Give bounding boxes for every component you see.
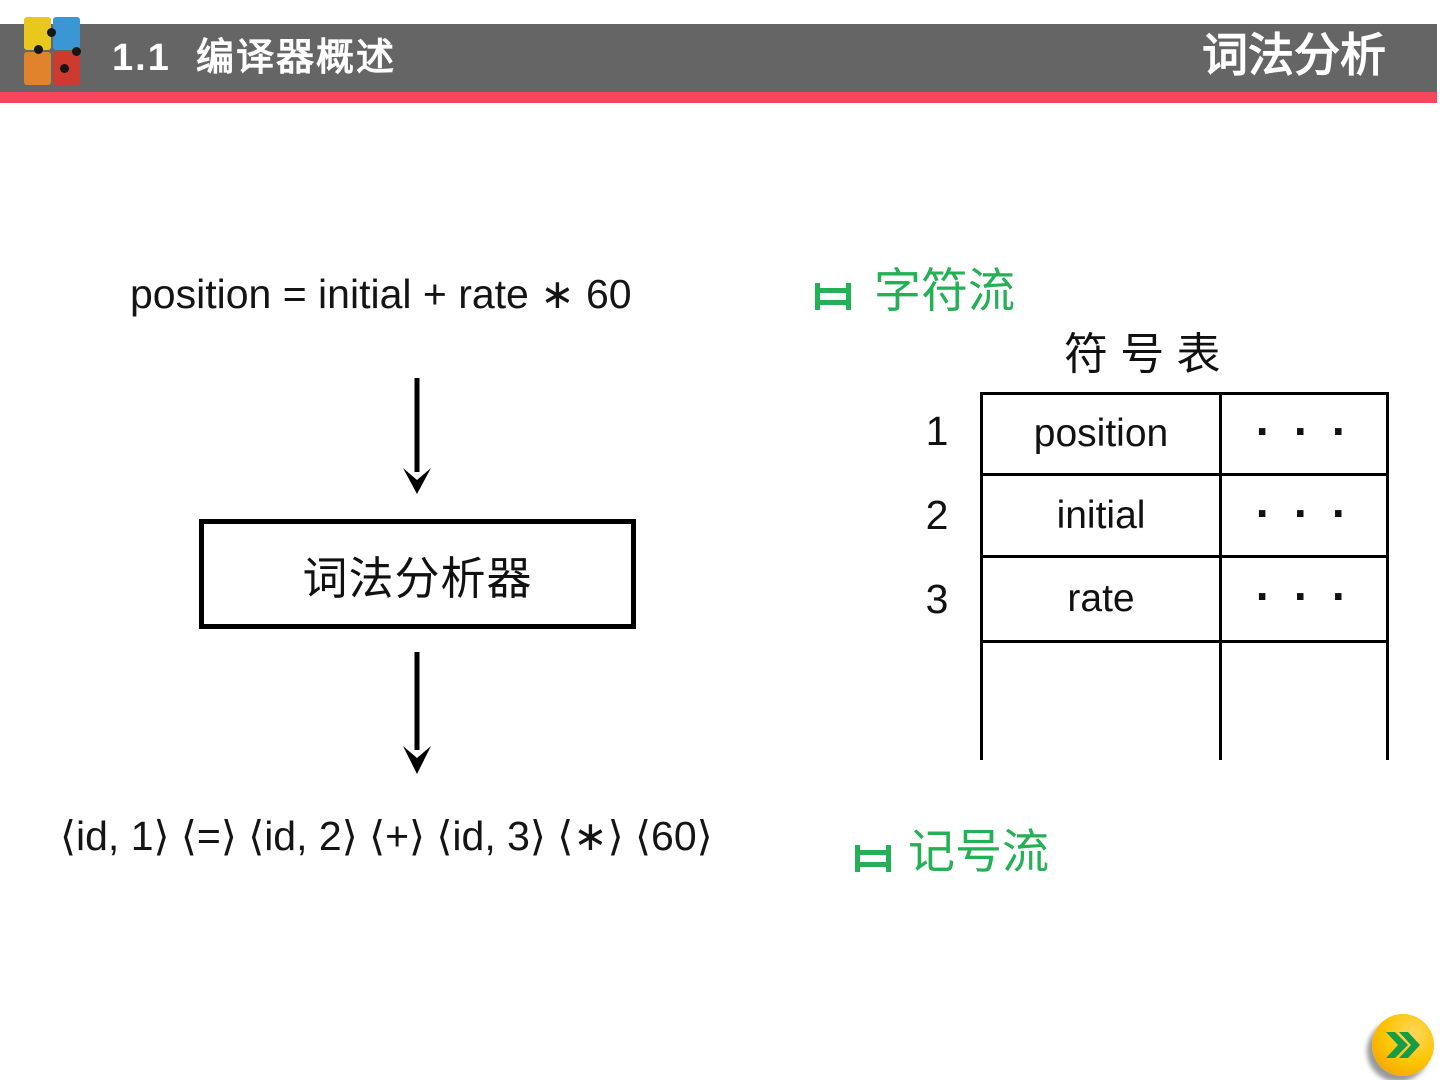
symbol-name-cell (983, 643, 1222, 760)
table-row: rate · · · (983, 558, 1386, 643)
token-stream: ⟨id, 1⟩ ⟨=⟩ ⟨id, 2⟩ ⟨+⟩ ⟨id, 3⟩ ⟨∗⟩ ⟨60⟩ (60, 813, 713, 859)
stream-icon (815, 283, 851, 310)
table-row: position · · · (983, 395, 1386, 476)
symbol-table-row-index: 2 (925, 492, 949, 538)
table-row (983, 643, 1386, 760)
puzzle-logo-icon (22, 14, 82, 86)
symbol-attrs-cell (1222, 643, 1386, 760)
symbol-attrs-cell: · · · (1255, 405, 1353, 457)
page-title: 词法分析 (1202, 30, 1386, 81)
symbol-attrs-cell: · · · (1255, 570, 1353, 622)
stream-icon-rung (859, 850, 887, 855)
symbol-table-title: 符 号 表 (1064, 330, 1221, 379)
puzzle-knob (47, 28, 56, 37)
header-bar (0, 24, 1437, 92)
table-row: initial · · · (983, 476, 1386, 558)
puzzle-knob (60, 64, 69, 73)
stream-icon-rung (819, 288, 847, 293)
symbol-name-cell: rate (983, 558, 1222, 640)
stream-icon-rung (819, 300, 847, 305)
double-chevron-right-icon (1386, 1032, 1420, 1058)
stream-icon (855, 845, 891, 872)
down-arrow-icon (403, 652, 431, 774)
puzzle-knob (34, 45, 43, 54)
puzzle-piece-yellow (24, 17, 51, 50)
next-button[interactable] (1372, 1014, 1434, 1076)
stream-icon-rung (859, 862, 887, 867)
symbol-table-row-index: 3 (925, 576, 949, 622)
down-arrow-icon (403, 378, 431, 494)
puzzle-knob (72, 47, 81, 56)
stream-icon-bar (846, 283, 851, 310)
stream-icon-bar (855, 845, 860, 872)
puzzle-piece-blue (53, 17, 80, 50)
stream-icon-bar (886, 845, 891, 872)
char-stream-label: 字符流 (874, 264, 1015, 317)
symbol-attrs-cell: · · · (1255, 486, 1353, 539)
lexical-analyzer-box: 词法分析器 (199, 519, 636, 629)
symbol-name-cell: position (983, 395, 1222, 473)
symbol-table-row-index: 1 (925, 408, 949, 454)
token-stream-label: 记号流 (908, 825, 1049, 878)
header-accent-line (0, 92, 1437, 103)
symbol-table: position · · · initial · · · rate · · · (980, 392, 1389, 760)
symbol-name-cell: initial (983, 476, 1222, 555)
section-title: 1.1 编译器概述 (112, 37, 396, 79)
stream-icon-bar (815, 283, 820, 310)
lexical-analyzer-label: 词法分析器 (302, 552, 533, 604)
source-expression: position = initial + rate ∗ 60 (130, 271, 632, 317)
puzzle-piece-orange (24, 52, 51, 85)
